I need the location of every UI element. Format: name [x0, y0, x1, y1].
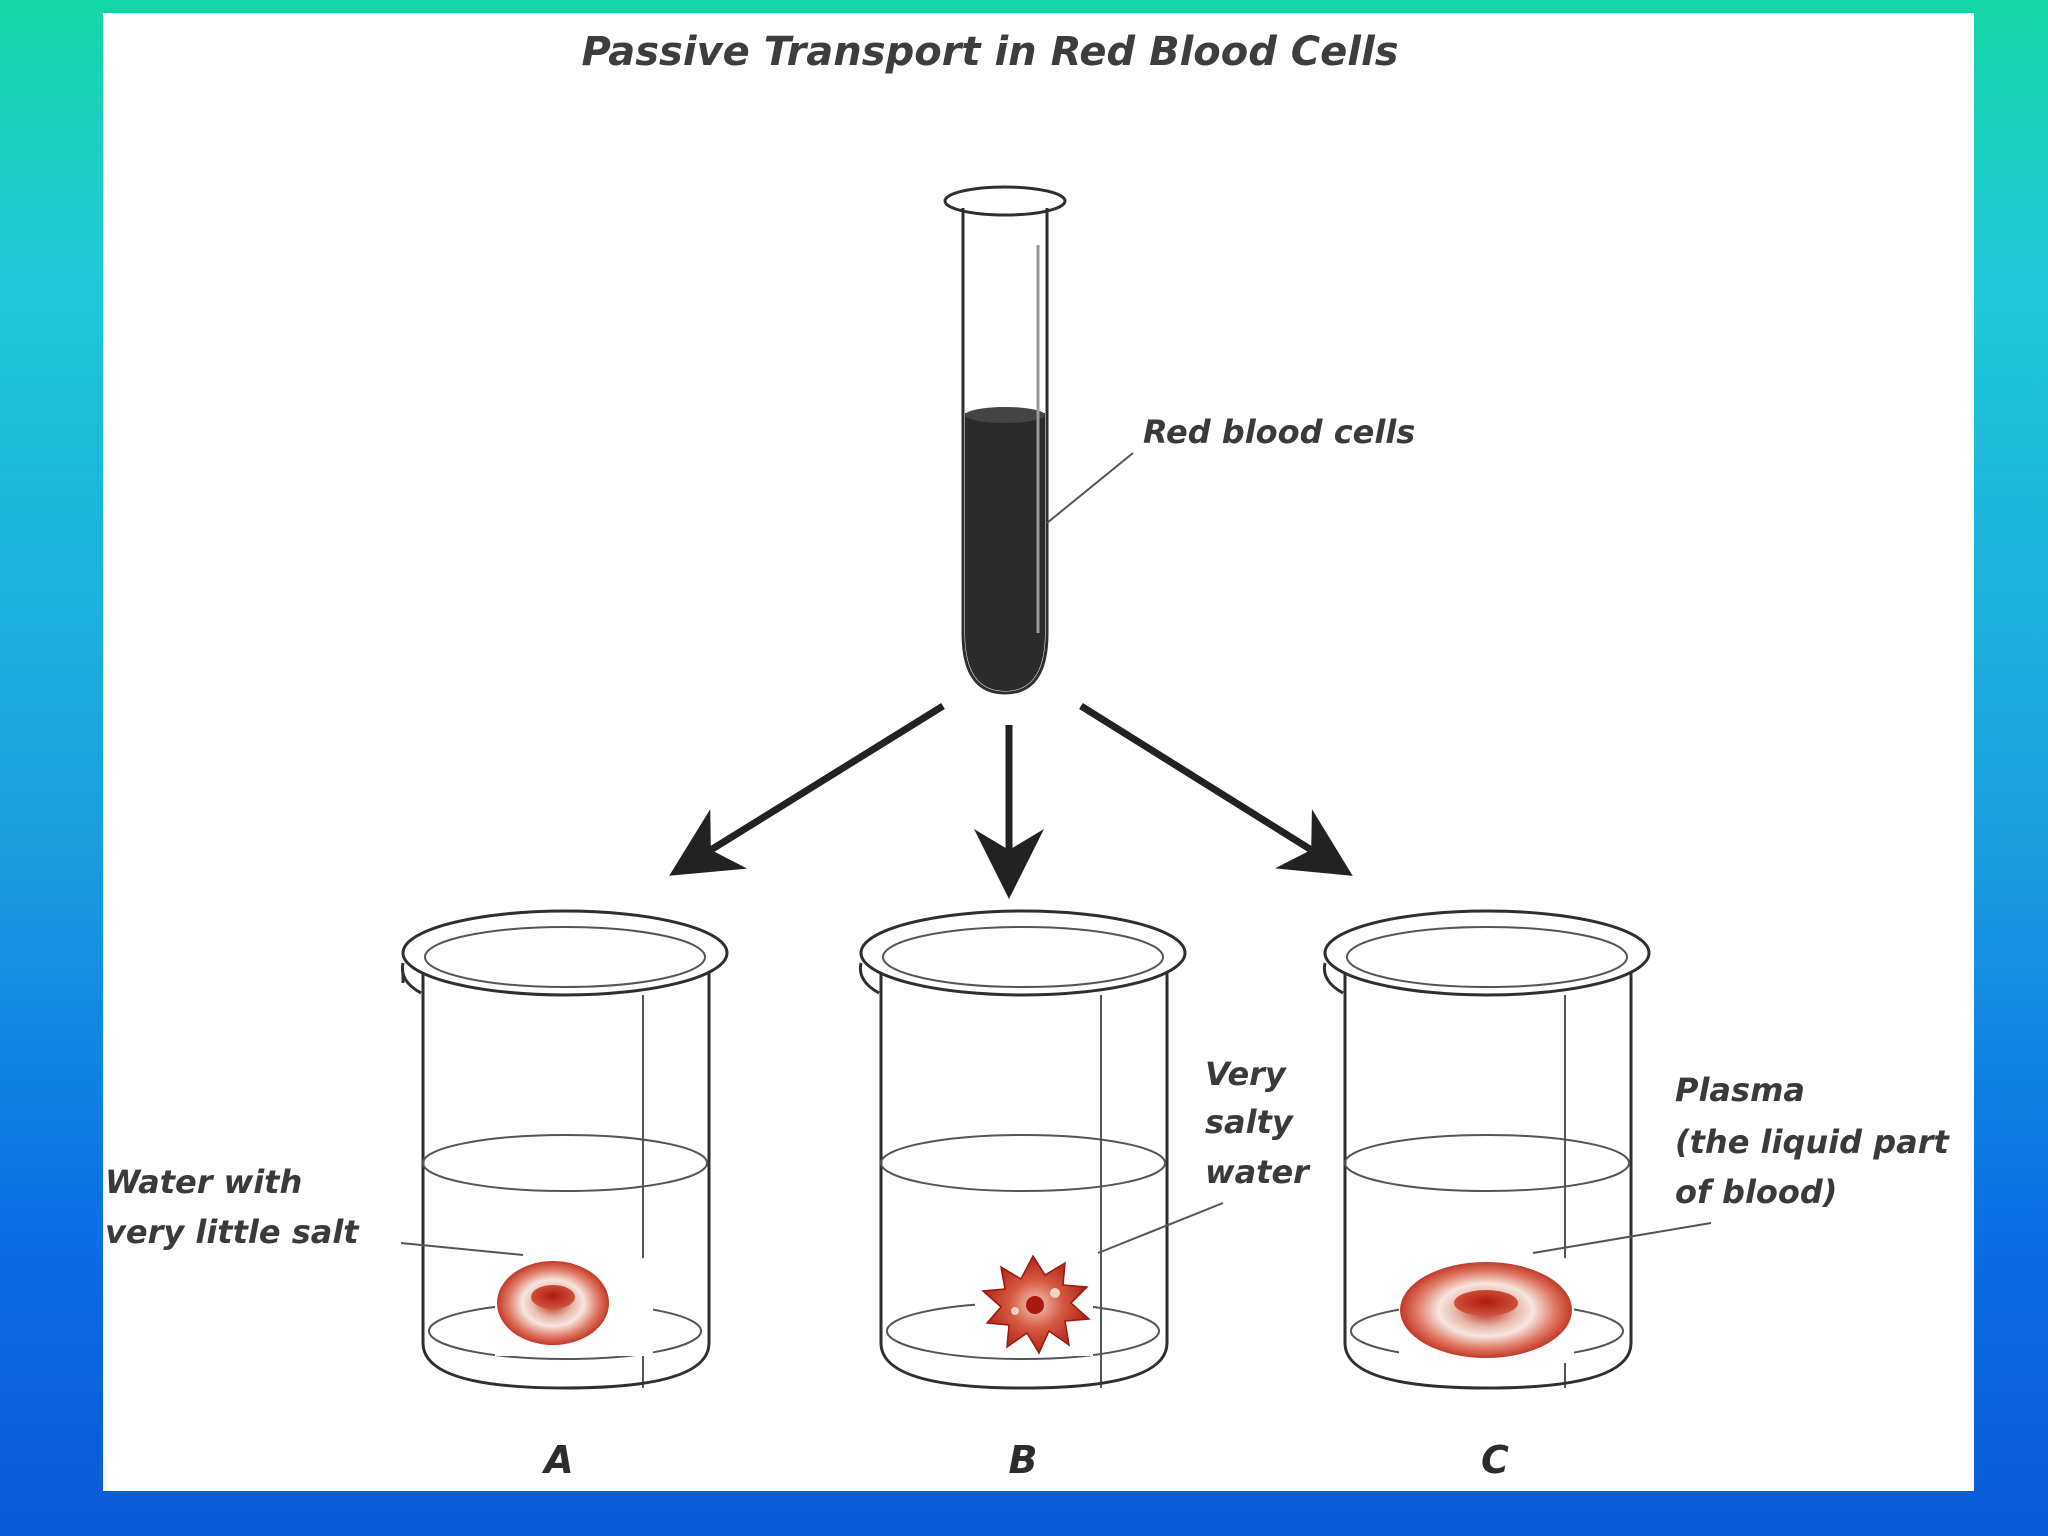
arrow-to-a [669, 703, 945, 876]
beaker-a-letter: A [541, 1438, 573, 1482]
beaker-c [1322, 909, 1651, 1390]
red-blood-cell-a [495, 1258, 653, 1356]
red-blood-cell-b [975, 1254, 1093, 1356]
test-tube [943, 185, 1067, 695]
beaker-c-label-line-2: (the liquid part [1675, 1123, 1950, 1161]
diagram-title: Passive Transport in Red Blood Cells [581, 29, 1398, 75]
beaker-c-label: Plasma (the liquid part of blood) [1675, 1071, 1960, 1211]
beaker-c-leader-line [1532, 1222, 1712, 1254]
beaker-b-leader-line [1097, 1202, 1224, 1254]
beaker-c-letter: C [1481, 1438, 1509, 1482]
beaker-a-leader-line [400, 1242, 524, 1256]
beaker-b-letter: B [1009, 1438, 1038, 1482]
beaker-a-label-line-1: Water with [105, 1163, 302, 1201]
red-blood-cell-c [1399, 1258, 1574, 1363]
diagram-canvas: Passive Transport in Red Blood Cells Red… [105, 29, 1960, 1482]
beaker-a-label: Water with very little salt [105, 1163, 360, 1251]
tube-leader-line [1046, 452, 1134, 524]
arrows [669, 703, 1353, 899]
beaker-c-label-line-1: Plasma [1675, 1071, 1805, 1109]
beaker-a [400, 909, 729, 1390]
tube-label: Red blood cells [1143, 413, 1415, 451]
beaker-b-label-line-2: salty [1205, 1103, 1294, 1141]
beaker-b-label-line-1: Very [1205, 1055, 1287, 1093]
diagram-panel: Passive Transport in Red Blood Cells Red… [103, 13, 1974, 1491]
beaker-c-label-line-3: of blood) [1675, 1173, 1837, 1211]
beaker-b-label-line-3: water [1205, 1153, 1311, 1191]
blood-fill [965, 413, 1045, 691]
arrow-to-c [1079, 703, 1353, 876]
beaker-a-label-line-2: very little salt [105, 1213, 360, 1251]
beaker-b [858, 909, 1187, 1390]
beaker-b-label: Very salty water [1205, 1055, 1311, 1191]
